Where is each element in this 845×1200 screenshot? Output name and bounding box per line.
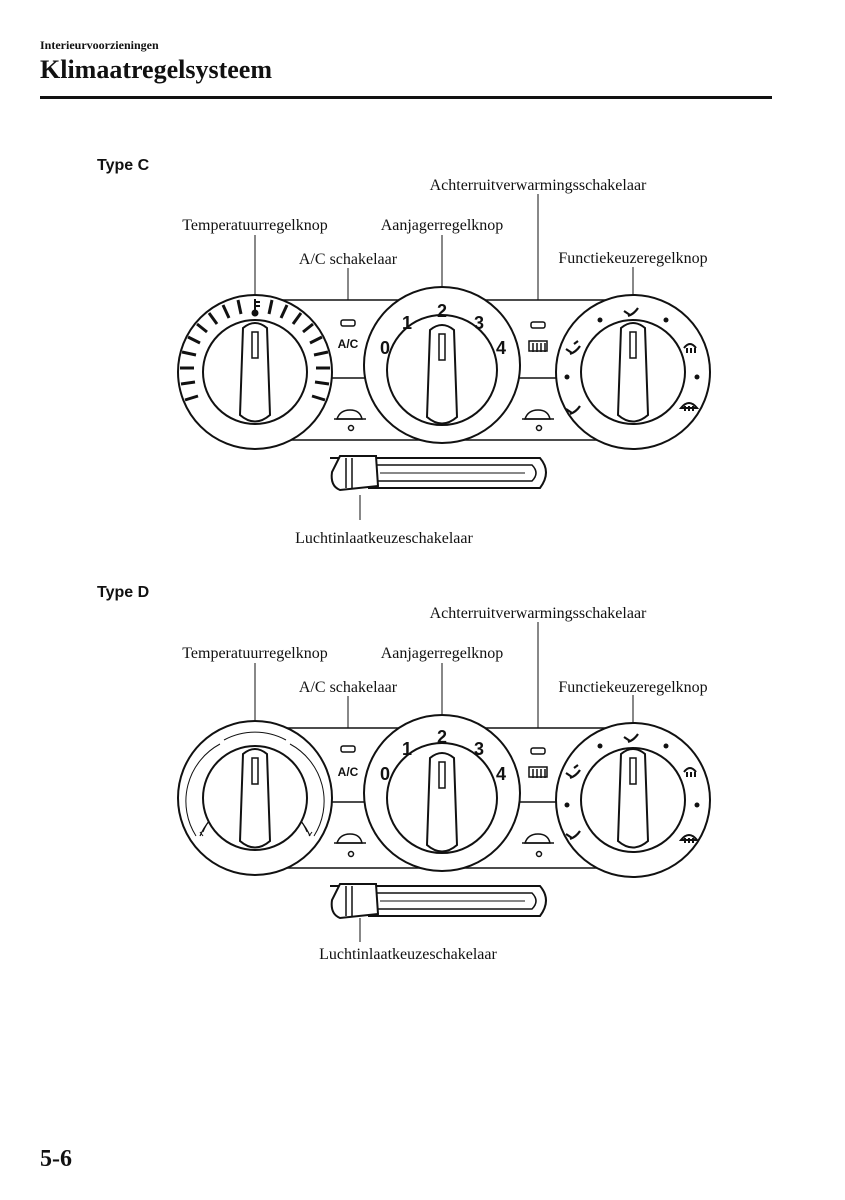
floor-icon <box>565 830 581 841</box>
fan-knob-label: Aanjagerregelknop <box>381 645 504 662</box>
fan-speed-0: 0 <box>380 764 390 784</box>
rear-defrost-label: Achterruitverwarmingsschakelaar <box>430 605 647 622</box>
air-intake-label: Luchtinlaatkeuzeschakelaar <box>319 946 497 963</box>
ac-switch[interactable]: A/C <box>338 745 359 779</box>
temperature-knob[interactable] <box>177 294 333 450</box>
temperature-knob-label: Temperatuurregelknop <box>182 217 327 234</box>
mode-knob-label: Functiekeuzeregelknop <box>558 679 707 696</box>
fan-speed-knob[interactable]: 0 1 2 3 4 <box>363 714 521 872</box>
rear-defrost-switch[interactable] <box>528 747 548 778</box>
windshield-defrost-icon <box>678 402 700 411</box>
rear-defrost-icon <box>528 340 548 352</box>
mode-selector-knob[interactable] <box>555 294 711 450</box>
ac-switch-label: A/C schakelaar <box>299 679 398 696</box>
vent-face-icon <box>623 733 639 744</box>
fan-knob-label: Aanjagerregelknop <box>381 217 504 234</box>
rear-defrost-label: Achterruitverwarmingsschakelaar <box>430 177 647 194</box>
fresh-air-icon <box>522 833 554 858</box>
ac-switch-label: A/C schakelaar <box>299 251 398 268</box>
temperature-scale-icon <box>185 731 325 837</box>
page-number: 5-6 <box>40 1146 72 1172</box>
type-c-diagram: Achterruitverwarmingsschakelaar Temperat… <box>177 177 711 547</box>
title-rule <box>40 96 772 99</box>
recirculation-icon <box>334 409 366 432</box>
fan-speed-2: 2 <box>437 301 447 321</box>
fan-speed-0: 0 <box>380 338 390 358</box>
fan-speed-1: 1 <box>402 313 412 333</box>
type-d-label: Type D <box>97 584 150 601</box>
fan-speed-4: 4 <box>496 338 506 358</box>
mode-knob-label: Functiekeuzeregelknop <box>558 250 707 267</box>
fan-speed-knob[interactable]: 0 1 2 3 4 <box>363 286 521 444</box>
fan-speed-4: 4 <box>496 764 506 784</box>
svg-text:A/C: A/C <box>338 765 359 779</box>
temperature-knob[interactable] <box>177 720 333 876</box>
rear-defrost-switch[interactable] <box>528 321 548 352</box>
thermometer-icon <box>251 299 260 317</box>
mode-selector-knob[interactable] <box>555 722 711 878</box>
floor-defrost-icon <box>683 343 697 353</box>
floor-icon <box>565 405 581 416</box>
air-intake-label: Luchtinlaatkeuzeschakelaar <box>295 530 473 547</box>
page-title: Klimaatregelsysteem <box>40 55 272 84</box>
fan-speed-1: 1 <box>402 739 412 759</box>
section-heading: Interieurvoorzieningen <box>40 38 159 52</box>
air-intake-lever[interactable] <box>330 883 547 920</box>
svg-text:A/C: A/C <box>338 337 359 351</box>
windshield-defrost-icon <box>678 834 700 843</box>
vent-face-icon <box>623 307 639 318</box>
recirculation-icon <box>334 833 366 858</box>
fan-speed-3: 3 <box>474 313 484 333</box>
bi-level-icon <box>565 340 581 356</box>
type-c-label: Type C <box>97 157 150 174</box>
fan-speed-3: 3 <box>474 739 484 759</box>
ac-switch[interactable]: A/C <box>338 319 359 351</box>
temperature-knob-label: Temperatuurregelknop <box>182 645 327 662</box>
fresh-air-icon <box>522 409 554 432</box>
type-d-diagram: Achterruitverwarmingsschakelaar Temperat… <box>177 605 711 963</box>
floor-defrost-icon <box>683 767 697 777</box>
rear-defrost-icon <box>528 766 548 778</box>
bi-level-icon <box>565 764 581 780</box>
fan-speed-2: 2 <box>437 727 447 747</box>
air-intake-lever[interactable] <box>330 455 547 492</box>
